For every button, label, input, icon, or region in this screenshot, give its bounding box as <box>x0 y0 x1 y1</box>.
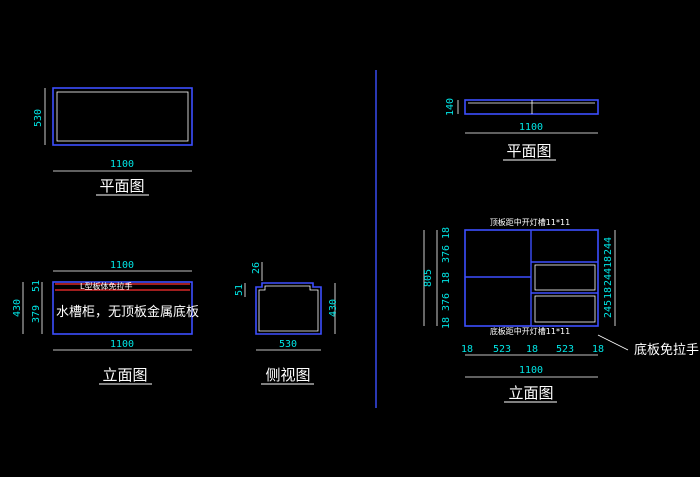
pull-note: 底板免拉手 <box>634 342 699 358</box>
right-seg-5: 245 <box>603 300 614 318</box>
plan-inner-frame <box>56 91 189 142</box>
right-plan-view: 140 1100 平面图 <box>445 98 599 161</box>
elev-top-part-label: 51 <box>31 280 42 292</box>
left-seg-5: 18 <box>441 317 452 329</box>
side-left-step-label: 51 <box>234 284 245 296</box>
bottom-seg-5: 18 <box>592 344 604 355</box>
side-view-frame <box>255 282 322 335</box>
left-plan-title: 平面图 <box>99 177 144 195</box>
elevation-main-note: 水槽柜，无顶板金属底板 <box>56 304 199 320</box>
right-seg-2: 18 <box>603 256 614 268</box>
left-elevation-title: 立面图 <box>102 366 147 384</box>
left-seg-1: 18 <box>441 227 452 239</box>
plan-depth-label: 530 <box>33 109 44 127</box>
elev-total-height-label: 430 <box>12 299 23 317</box>
right-elevation-view: 顶板距中开灯槽11*11 底板距中开灯槽11*11 18 376 18 376 … <box>423 217 699 403</box>
left-seg-4: 376 <box>441 293 452 311</box>
elev-lower-part-label: 379 <box>31 305 42 323</box>
bottom-seg-3: 18 <box>526 344 538 355</box>
drawer-bottom <box>534 295 596 323</box>
right-seg-3: 244 <box>603 268 614 286</box>
drawer-middle <box>534 264 596 291</box>
right-seg-1: 244 <box>603 237 614 255</box>
bottom-seg-2: 523 <box>493 344 511 355</box>
plan-width-label: 1100 <box>110 159 134 170</box>
left-seg-3: 18 <box>441 272 452 284</box>
bottom-seg-1: 18 <box>461 344 473 355</box>
left-seg-2: 376 <box>441 245 452 263</box>
elevation-frame <box>52 281 193 335</box>
right-elevation-title: 立面图 <box>508 384 553 402</box>
right-plan-depth-label: 140 <box>445 98 456 116</box>
bottom-seg-4: 523 <box>556 344 574 355</box>
plan-outer-frame <box>52 87 193 146</box>
top-groove-note: 顶板距中开灯槽11*11 <box>490 217 570 227</box>
bottom-groove-note: 底板距中开灯槽11*11 <box>490 326 570 336</box>
right-plan-title: 平面图 <box>506 142 551 160</box>
handle-note: L型板体免拉手 <box>80 281 132 291</box>
elev-top-width-label: 1100 <box>110 260 134 271</box>
total-height-label: 805 <box>423 269 434 287</box>
side-top-step-label: 26 <box>251 262 262 274</box>
elev-bottom-width-label: 1100 <box>110 339 134 350</box>
side-depth-label: 530 <box>279 339 297 350</box>
side-view-inner <box>258 285 319 332</box>
right-plan-width-label: 1100 <box>519 122 543 133</box>
side-view: 26 51 430 530 侧视图 <box>234 262 339 385</box>
right-seg-4: 18 <box>603 287 614 299</box>
left-elevation-view: 1100 L型板体免拉手 水槽柜，无顶板金属底板 430 51 379 1100… <box>12 260 199 385</box>
total-width-label: 1100 <box>519 365 543 376</box>
pull-note-leader <box>597 334 629 351</box>
right-plan-frame <box>464 99 599 115</box>
side-view-title: 侧视图 <box>265 366 310 384</box>
left-plan-view: 530 1100 平面图 <box>33 87 193 196</box>
side-height-label: 430 <box>328 299 339 317</box>
